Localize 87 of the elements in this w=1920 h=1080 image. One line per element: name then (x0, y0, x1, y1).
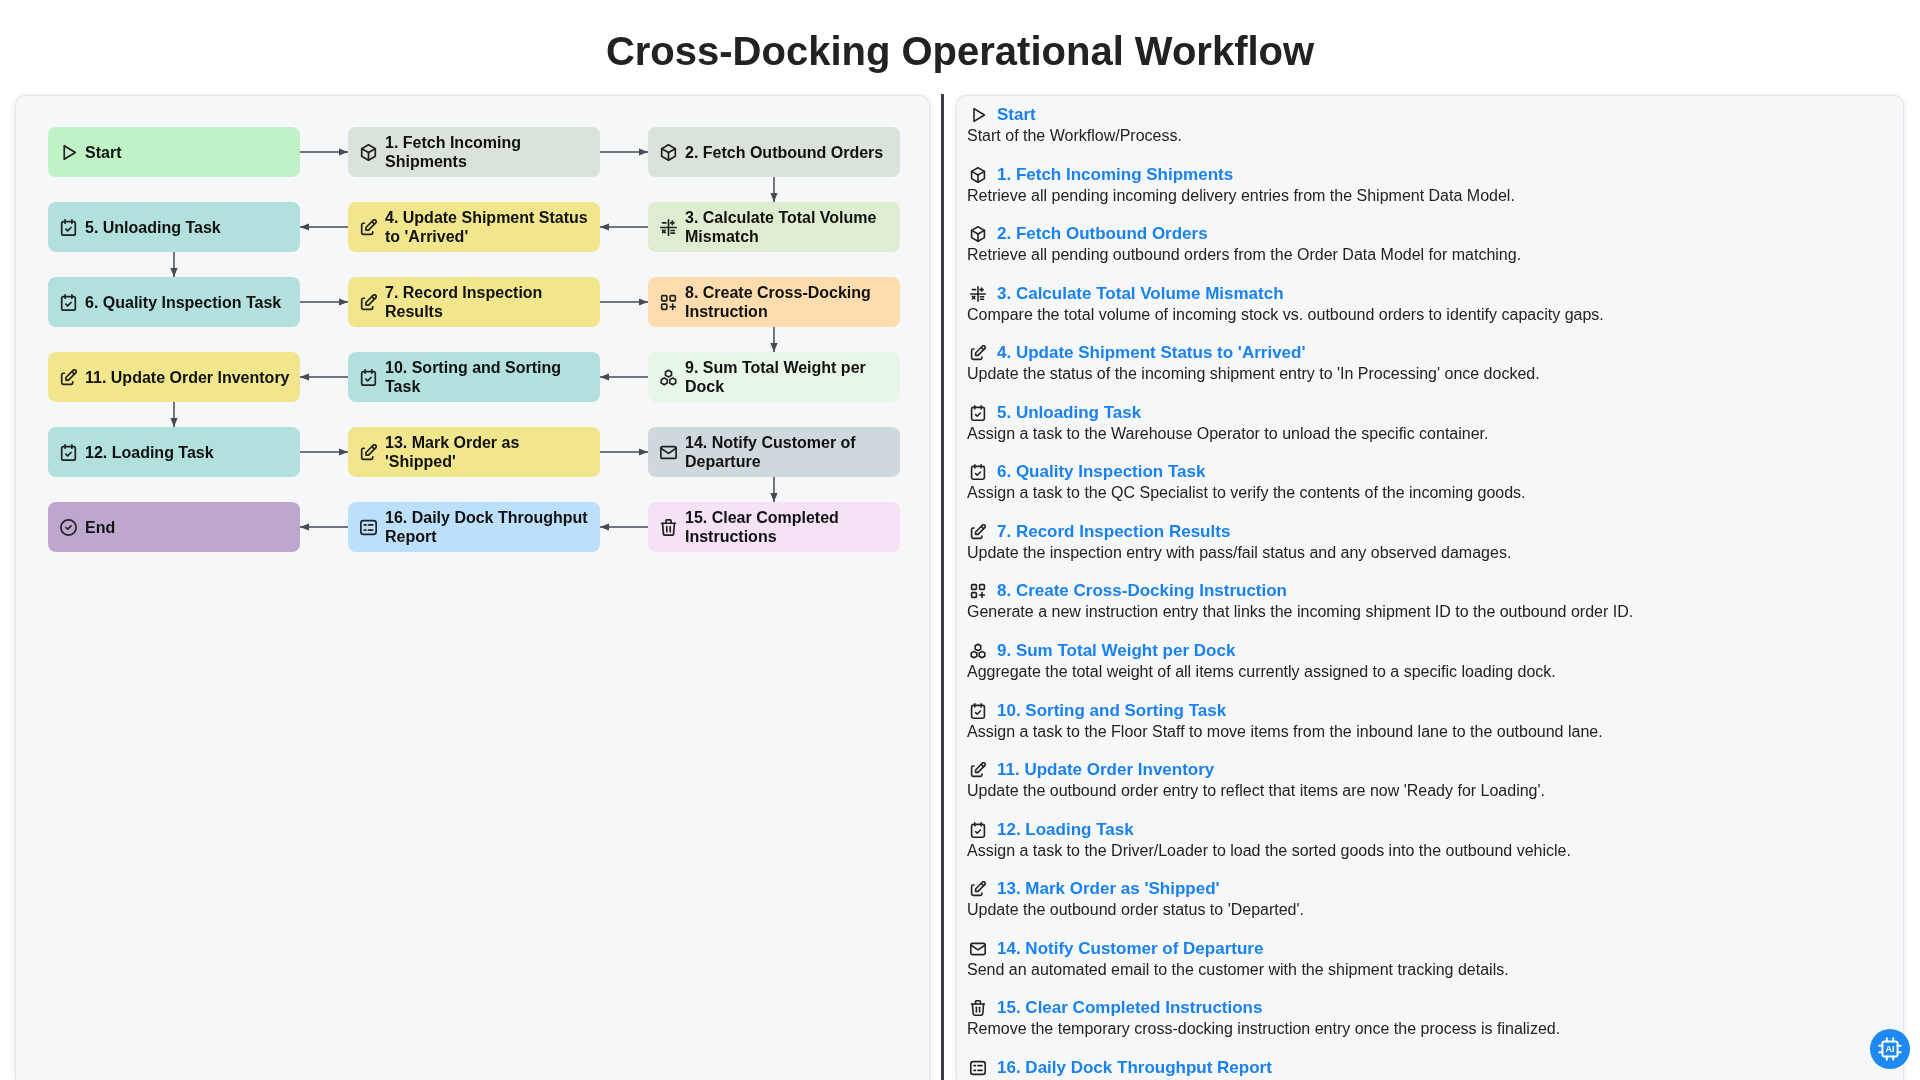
arrow (599, 373, 649, 381)
step-description: Start of the Workflow/Process. (967, 126, 1182, 145)
step-label: 6. Quality Inspection Task (85, 292, 282, 312)
step-title: 2. Fetch Outbound Orders (997, 224, 1208, 245)
step-label: 13. Mark Order as 'Shipped' (385, 433, 521, 471)
step-title: 13. Mark Order as 'Shipped' (997, 879, 1220, 900)
step-label: 3. Calculate Total Volume Mismatch (685, 208, 878, 246)
step-description: Assign a task to the QC Specialist to verify the contents of the incoming goods. (967, 483, 1526, 503)
arrow (599, 148, 649, 156)
step-node (348, 127, 600, 177)
step-title: 12. Loading Task (997, 819, 1134, 840)
arrow (299, 373, 349, 381)
step-description: Remove the temporary cross-docking instruction entry once the process is finalized. (967, 1019, 1561, 1039)
start-node (48, 127, 300, 177)
step-description: Update the inspection entry with pass/fail status and any observed damages. (967, 542, 1512, 562)
step-title: 1. Fetch Incoming Shipments (997, 164, 1234, 185)
step-title: 16. Daily Dock Throughput Report (997, 1057, 1272, 1078)
arrow (599, 223, 649, 231)
arrow (599, 448, 649, 456)
step-label: 4. Update Shipment Status to 'Arrived' (385, 208, 589, 246)
step-label: 5. Unloading Task (85, 217, 221, 237)
arrow (770, 176, 778, 203)
arrow (170, 401, 178, 428)
step-node (648, 127, 900, 177)
step-title: 4. Update Shipment Status to 'Arrived' (997, 343, 1306, 364)
step-node (648, 427, 900, 477)
step-node (348, 202, 600, 252)
arrow (299, 148, 349, 156)
page-title: Cross-Docking Operational Workflow (605, 28, 1315, 75)
step-title: 8. Create Cross-Docking Instruction (997, 581, 1287, 602)
step-label: 11. Update Order Inventory (85, 367, 290, 387)
step-label: 8. Create Cross-Docking Instruction (685, 283, 872, 321)
arrow (299, 448, 349, 456)
step-node (348, 277, 600, 327)
step-description: Generate a new instruction entry that links the incoming shipment ID to the outbound order ID. (967, 602, 1634, 622)
step-description: Assign a task to the Warehouse Operator to unload the specific container. (967, 423, 1489, 443)
step-label: 14. Notify Customer of Departure (685, 433, 857, 471)
step-node (348, 352, 600, 402)
step-node (48, 352, 300, 402)
step-description: Compare the total volume of incoming stock vs. outbound orders to identify capacity gaps. (967, 304, 1604, 324)
step-description: Retrieve all pending incoming delivery entries from the Shipment Data Model. (967, 185, 1515, 205)
end-node (48, 502, 300, 552)
step-node (48, 202, 300, 252)
step-node (648, 352, 900, 402)
arrow (299, 523, 349, 531)
step-description: Update the outbound order status to 'Departed'. (967, 900, 1304, 920)
step-description: Assign a task to the Driver/Loader to load the sorted goods into the outbound vehicle. (967, 840, 1571, 860)
step-label: 7. Record Inspection Results (385, 283, 544, 321)
step-label: 9. Sum Total Weight per Dock (685, 358, 867, 396)
step-node (48, 277, 300, 327)
step-label: 1. Fetch Incoming Shipments (385, 133, 522, 171)
step-label: 12. Loading Task (85, 442, 214, 462)
arrow (770, 476, 778, 503)
step-description: Retrieve all pending outbound orders from the Order Data Model for matching. (967, 245, 1522, 265)
step-description: Assign a task to the Floor Staff to move items from the inbound lane to the outbound lane. (967, 721, 1603, 741)
step-title: Start (997, 105, 1036, 125)
step-description: Update the status of the incoming shipment entry to 'In Processing' once docked. (967, 364, 1540, 384)
step-title: 7. Record Inspection Results (997, 521, 1231, 542)
step-label: Start (85, 142, 122, 162)
step-description: Update the outbound order entry to reflect that items are now 'Ready for Loading'. (967, 781, 1545, 801)
step-title: 9. Sum Total Weight per Dock (997, 640, 1236, 661)
arrow (599, 523, 649, 531)
step-label: 10. Sorting and Sorting Task (385, 358, 562, 396)
step-title: 5. Unloading Task (997, 402, 1142, 423)
arrow (599, 298, 649, 306)
step-label: 15. Clear Completed Instructions (685, 508, 840, 546)
step-node (648, 502, 900, 552)
step-description: Aggregate the total weight of all items currently assigned to a specific loading dock. (967, 661, 1556, 681)
step-label: End (85, 517, 116, 537)
arrow (299, 298, 349, 306)
step-node (48, 427, 300, 477)
step-node (648, 277, 900, 327)
step-title: 15. Clear Completed Instructions (997, 998, 1263, 1019)
step-node (348, 502, 600, 552)
step-node (348, 427, 600, 477)
step-title: 11. Update Order Inventory (997, 760, 1215, 781)
step-node (648, 202, 900, 252)
step-label: 16. Daily Dock Throughput Report (385, 508, 589, 546)
arrow (170, 251, 178, 278)
step-title: 10. Sorting and Sorting Task (997, 700, 1227, 721)
arrow (299, 223, 349, 231)
step-title: 6. Quality Inspection Task (997, 462, 1206, 483)
step-title: 14. Notify Customer of Departure (997, 938, 1264, 959)
arrow (770, 326, 778, 353)
step-label: 2. Fetch Outbound Orders (685, 142, 884, 162)
step-description: Send an automated email to the customer with the shipment tracking details. (967, 959, 1509, 979)
step-title: 3. Calculate Total Volume Mismatch (997, 283, 1284, 304)
